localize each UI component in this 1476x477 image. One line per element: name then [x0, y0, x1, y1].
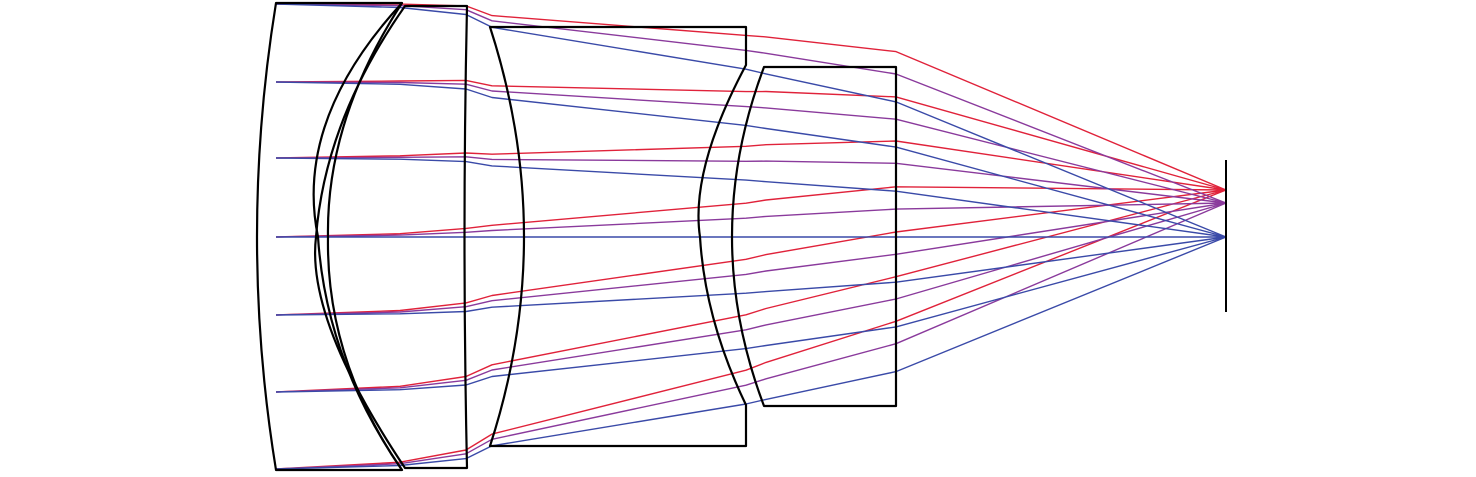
ray-fan-2-ray-2 — [275, 81, 1227, 204]
ray-fan-3-ray-3 — [275, 157, 1227, 238]
ray-fan-2-ray-5 — [275, 202, 1227, 316]
ray-fan-1-ray-7 — [275, 189, 1227, 470]
ray-fan-1-ray-6 — [275, 189, 1227, 393]
ray-traces — [275, 3, 1227, 470]
ray-fan-2-ray-7 — [275, 202, 1227, 470]
ray-fan-1-ray-4 — [275, 186, 1227, 238]
ray-fan-3-ray-1 — [275, 3, 1227, 238]
ray-fan-2-ray-6 — [275, 202, 1227, 393]
ray-fan-1-ray-3 — [275, 140, 1227, 191]
ray-fan-1-ray-5 — [275, 189, 1227, 316]
ray-fan-1-ray-1 — [275, 3, 1227, 191]
ray-fan-1-ray-2 — [275, 79, 1227, 191]
ray-fan-2-ray-4 — [275, 202, 1227, 238]
ray-fan-3-ray-6 — [275, 236, 1227, 393]
lens-elements — [255, 1, 898, 472]
ray-fan-3-ray-7 — [275, 236, 1227, 470]
ray-fan-3-ray-5 — [275, 236, 1227, 316]
lens-element-3 — [314, 4, 469, 470]
lens-element-5 — [730, 65, 898, 408]
ray-fan-2-ray-3 — [275, 156, 1227, 204]
ray-fan-3-ray-2 — [275, 81, 1227, 238]
lens-element-4 — [488, 25, 748, 448]
